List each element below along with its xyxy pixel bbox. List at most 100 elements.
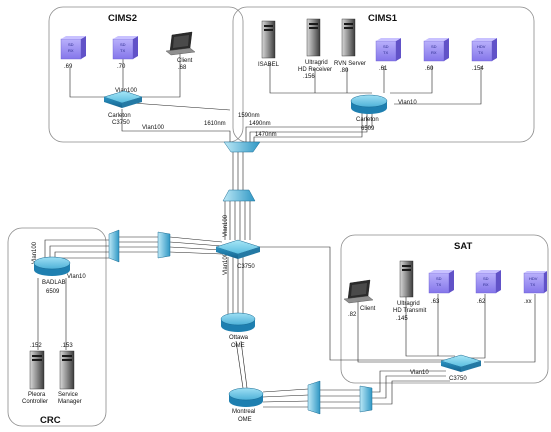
wavelength-1610-label: 1610nm	[204, 121, 226, 127]
optical-mux-center	[222, 189, 256, 202]
carleton-6509-router[interactable]: Carleton 6509	[350, 94, 388, 132]
center-c3750-model: C3750	[237, 264, 255, 270]
sat-client-laptop[interactable]: Client .82	[343, 279, 376, 318]
cims1-sd-rx-ip: .60	[425, 66, 434, 72]
sat-sd-tx-box[interactable]: SD TX .63	[428, 270, 454, 305]
wavelength-1490-label: 1490nm	[249, 121, 271, 127]
sat-client-ip: .82	[348, 312, 357, 318]
service-manager-label2: Manager	[58, 399, 82, 405]
wavelength-1590-label: 1590nm	[238, 113, 260, 119]
region-crc: CRC	[7, 227, 107, 427]
cims2-sd-tx-ip: .70	[117, 64, 126, 70]
cims1-isabel-server[interactable]: ISABEL	[258, 20, 280, 68]
sat-sd-rx-box[interactable]: SD RX .62	[475, 270, 501, 305]
ultragrid-hd-receiver-label2: HD Receiver	[298, 67, 332, 73]
sat-ultragrid-ip: .145	[396, 316, 408, 322]
cims1-hdv-tx-box[interactable]: HDV TX .154	[471, 38, 497, 72]
carleton-c3750-switch[interactable]: Carleton C3750	[103, 90, 143, 126]
cims2-sd-tx-bottom: TX	[120, 48, 125, 53]
ottawa-ome-model: OME	[231, 343, 245, 349]
sat-ultragrid-label1: Ultragrid	[397, 301, 420, 307]
cims1-sd-tx-bottom: TX	[383, 50, 388, 55]
vlan10-crc-label: Vlan10	[67, 274, 86, 280]
region-cims1: CIMS1	[232, 6, 535, 143]
sat-c3750-switch[interactable]: C3750	[440, 354, 482, 382]
badlab-name: BADLAB	[42, 280, 66, 286]
region-title-cims2: CIMS2	[108, 13, 137, 24]
sat-sd-rx-ip: .62	[477, 299, 486, 305]
region-title-crc: CRC	[40, 415, 61, 426]
service-manager-label1: Service	[58, 392, 79, 398]
vlan100-carleton-label: Vlan100	[142, 125, 165, 131]
sat-hdv-tx-box[interactable]: HDV TX .xx	[523, 271, 547, 305]
cims1-sd-rx-bottom: RX	[431, 50, 437, 55]
vlan100-center-top-label: Vlan100	[223, 214, 229, 237]
crc-pleora-controller[interactable]: .152 Pleora Controller	[22, 343, 48, 405]
crc-service-manager[interactable]: .153 Service Manager	[58, 343, 82, 405]
carleton-6509-name: Carleton	[356, 117, 379, 123]
sat-hdv-tx-bottom: TX	[530, 282, 535, 287]
sat-hdv-tx-top: HDV	[529, 276, 538, 281]
link-labels: Vlan100 Vlan100 Vlan10 1610nm 1590nm 149…	[32, 88, 429, 376]
region-title-cims1: CIMS1	[368, 13, 398, 24]
cims1-sd-tx-top: SD	[383, 44, 389, 49]
sat-client-label: Client	[360, 306, 376, 312]
optical-mux-crc-right	[157, 231, 171, 259]
pleora-ip: .152	[30, 343, 42, 349]
badlab-router[interactable]: BADLAB 6509	[33, 256, 71, 295]
vlan100-center-bottom-label: Vlan100	[223, 252, 229, 275]
carleton-c3750-name: Carleton	[108, 113, 131, 119]
montreal-ome-router[interactable]: Montreal OME	[228, 387, 264, 423]
montreal-ome-model: OME	[238, 417, 252, 423]
cims1-sd-tx-box[interactable]: SD TX .61	[375, 38, 401, 72]
sat-ultragrid-hd-transmit[interactable]: Ultragrid HD Transmit .145	[393, 260, 427, 322]
cims2-client-ip: .68	[178, 65, 187, 71]
ultragrid-hd-receiver-ip: .156	[303, 74, 315, 80]
cims1-sd-rx-top: SD	[431, 44, 437, 49]
vlan10-cims1-label: Vlan10	[398, 100, 417, 106]
cims2-client-laptop[interactable]: Client .68	[165, 31, 196, 71]
sat-ultragrid-label2: HD Transmit	[393, 308, 427, 314]
optical-mux-montreal	[307, 380, 321, 415]
rvn-server-ip: .80	[340, 68, 349, 74]
optical-mux-crc-left	[108, 229, 120, 263]
cims2-sd-rx-ip: .69	[64, 64, 73, 70]
wavelength-1470-label: 1470nm	[255, 132, 277, 138]
carleton-6509-model: 6509	[361, 126, 375, 132]
sat-sd-rx-bottom: RX	[483, 282, 489, 287]
cims1-hdv-tx-bottom: TX	[478, 50, 483, 55]
ottawa-ome-name: Ottawa	[229, 335, 249, 341]
cims1-hdv-tx-ip: .154	[472, 66, 484, 72]
vlan10-sat-label: Vlan10	[410, 370, 429, 376]
optical-mux-top	[223, 141, 261, 153]
vlan100-crc-label: Vlan100	[32, 241, 38, 264]
cims1-hdv-tx-top: HDV	[477, 44, 486, 49]
cims2-sd-rx-bottom: RX	[68, 48, 74, 53]
cims2-sd-rx-box[interactable]: SD RX .69	[60, 36, 86, 70]
sat-sd-tx-ip: .63	[431, 299, 440, 305]
cims1-sd-rx-box[interactable]: SD RX .60	[423, 38, 449, 72]
cims1-ultragrid-hd-receiver[interactable]: Ultragrid HD Receiver .156	[298, 18, 332, 80]
isabel-label: ISABEL	[258, 62, 280, 68]
cims2-sd-rx-top: SD	[68, 42, 74, 47]
center-c3750-switch[interactable]: C3750	[215, 239, 261, 270]
carleton-c3750-model: C3750	[112, 120, 130, 126]
sat-sd-rx-top: SD	[483, 276, 489, 281]
pleora-label2: Controller	[22, 399, 48, 405]
cims1-sd-tx-ip: .61	[379, 66, 388, 72]
rvn-server-label: RVN Server	[334, 61, 366, 67]
vlan100-cims2-label: Vlan100	[115, 88, 138, 94]
cims1-rvn-server[interactable]: RVN Server .80	[334, 18, 366, 74]
badlab-model: 6509	[46, 289, 60, 295]
region-cims2: CIMS2	[48, 6, 244, 143]
cims2-sd-tx-top: SD	[120, 42, 126, 47]
service-manager-ip: .153	[61, 343, 73, 349]
sat-sd-tx-top: SD	[436, 276, 442, 281]
cims2-sd-tx-box[interactable]: SD TX .70	[112, 36, 138, 70]
montreal-ome-name: Montreal	[232, 409, 255, 415]
region-sat: SAT	[340, 234, 549, 384]
ottawa-ome-router[interactable]: Ottawa OME	[220, 312, 256, 349]
optical-mux-sat	[359, 385, 373, 413]
ultragrid-hd-receiver-label1: Ultragrid	[305, 60, 328, 66]
